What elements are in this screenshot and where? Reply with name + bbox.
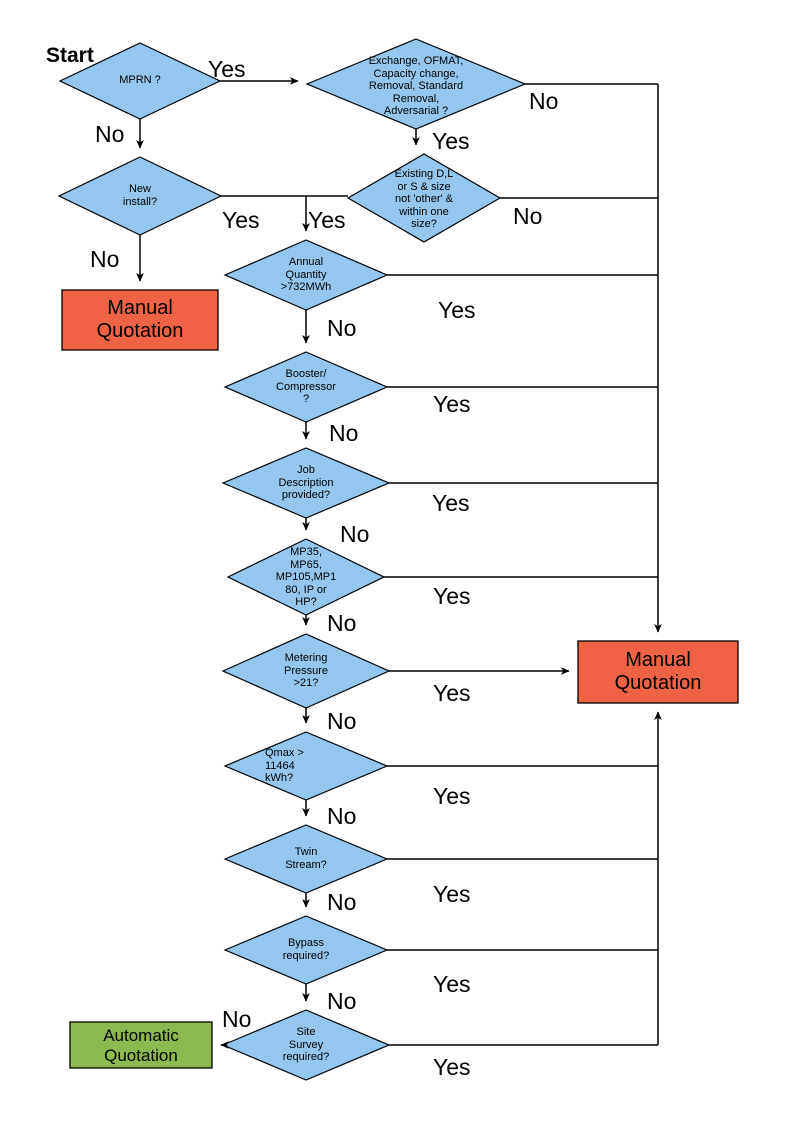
edge-label-job-yes: Yes bbox=[432, 490, 470, 516]
automatic-quotation-box[interactable] bbox=[69, 1021, 213, 1069]
edge-label-annual-yes: Yes bbox=[438, 297, 476, 323]
edge-label-twin-yes: Yes bbox=[433, 881, 471, 907]
decision-label-mprn: MPRN ? bbox=[119, 74, 161, 86]
start-label: Start bbox=[46, 44, 94, 67]
edge-label-bypass-no: No bbox=[327, 988, 357, 1014]
edge-label-metering-no: No bbox=[327, 708, 357, 734]
edge-label-site-yes: Yes bbox=[433, 1054, 471, 1080]
edge-label-mp-no: No bbox=[327, 610, 357, 636]
edge-label-job-no: No bbox=[340, 521, 370, 547]
edge-label-existing-yes: Yes bbox=[308, 207, 346, 233]
edge-label-qmax-no: No bbox=[327, 803, 357, 829]
edge-label-mp-yes: Yes bbox=[433, 583, 471, 609]
edge-label-existing-no: No bbox=[513, 203, 543, 229]
edge-label-booster-no: No bbox=[329, 420, 359, 446]
manual-quotation-left-box[interactable] bbox=[61, 289, 219, 351]
edge-label-new-install-yes: Yes bbox=[222, 207, 260, 233]
edge-label-mprn-no: No bbox=[95, 121, 125, 147]
edge-label-twin-no: No bbox=[327, 889, 357, 915]
edge-label-exchange-no: No bbox=[529, 88, 559, 114]
edge-label-annual-no: No bbox=[327, 315, 357, 341]
edge-label-booster-yes: Yes bbox=[433, 391, 471, 417]
decision-label-booster: Booster/Compressor? bbox=[276, 368, 336, 405]
edge-label-bypass-yes: Yes bbox=[433, 971, 471, 997]
edge-label-site-no: No bbox=[222, 1006, 252, 1032]
edge-label-metering-yes: Yes bbox=[433, 680, 471, 706]
manual-quotation-right-box[interactable] bbox=[577, 640, 739, 704]
edge-label-new-install-no: No bbox=[90, 246, 120, 272]
edge-label-exchange-yes: Yes bbox=[432, 128, 470, 154]
edge-label-qmax-yes: Yes bbox=[433, 783, 471, 809]
decision-label-exchange: Exchange, OFMAT,Capacity change,Removal,… bbox=[368, 55, 464, 117]
edge-label-mprn-yes: Yes bbox=[208, 56, 246, 82]
